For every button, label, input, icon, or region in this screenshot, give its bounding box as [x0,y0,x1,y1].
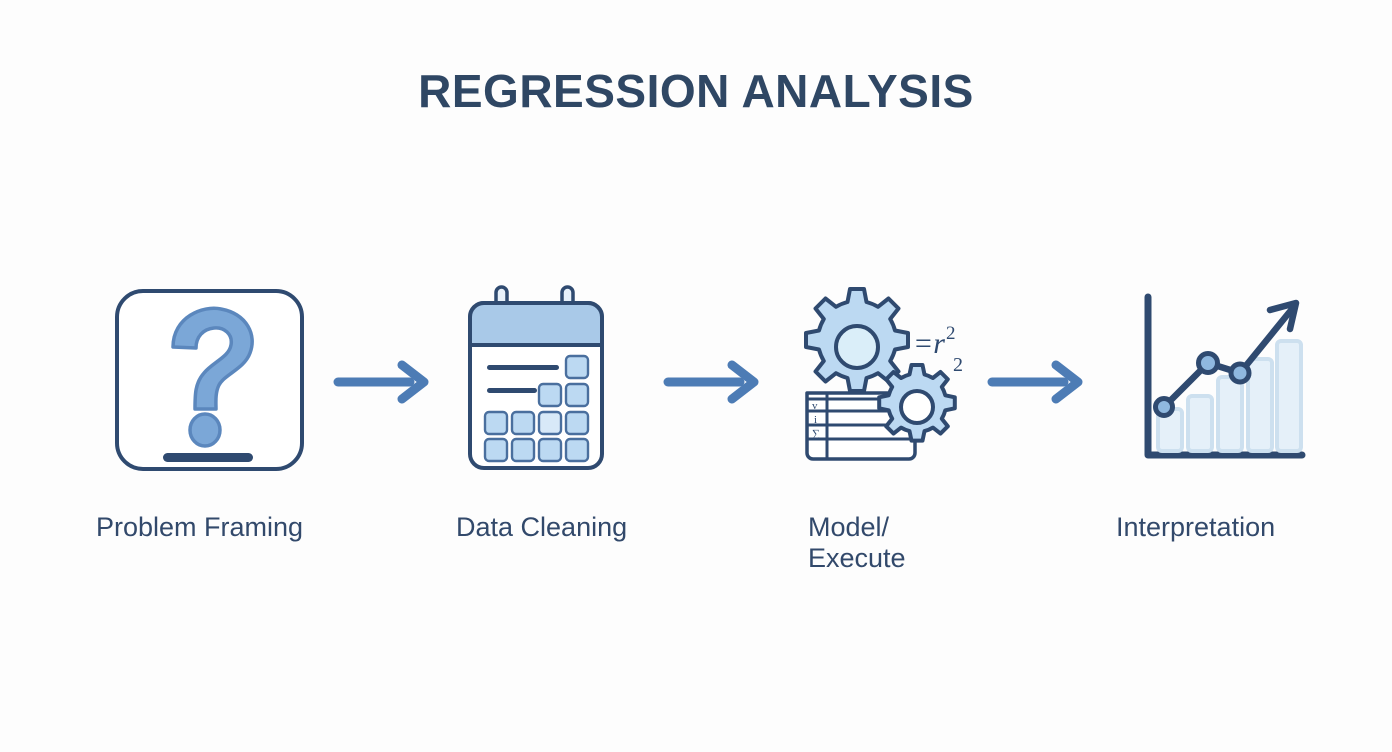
page-title: REGRESSION ANALYSIS [418,65,974,117]
flow-step-interpretation[interactable] [1130,285,1315,475]
svg-text:2: 2 [946,323,956,344]
question-mark-card-icon [95,285,320,475]
flow-arrow-2-icon [663,360,766,404]
svg-text:∑: ∑ [812,428,820,440]
process-flow: v i ∑ =r 2 2 [0,285,1392,485]
svg-text:2: 2 [953,354,963,376]
step-label-problem-framing: Problem Framing [96,512,304,542]
flow-step-problem-framing[interactable] [95,285,320,475]
bar-chart-trend-icon [1130,285,1315,475]
step-label-data-cleaning: Data Cleaning [456,512,628,542]
svg-text:=r: =r [913,327,945,360]
step-label-interpretation: Interpretation [1116,512,1276,542]
flow-step-model-execute[interactable]: v i ∑ =r 2 2 [795,285,995,475]
formula-glyph: =r 2 2 [913,323,963,376]
svg-text:v: v [812,400,818,412]
step-label-model-execute: Model/ Execute [808,512,906,574]
flow-arrow-1-icon [333,360,436,404]
flow-step-data-cleaning[interactable] [450,285,650,475]
calendar-spreadsheet-icon [450,285,650,475]
svg-text:i: i [814,414,817,426]
gears-table-icon: v i ∑ =r 2 2 [795,285,995,475]
flow-arrow-3-icon [987,360,1090,404]
